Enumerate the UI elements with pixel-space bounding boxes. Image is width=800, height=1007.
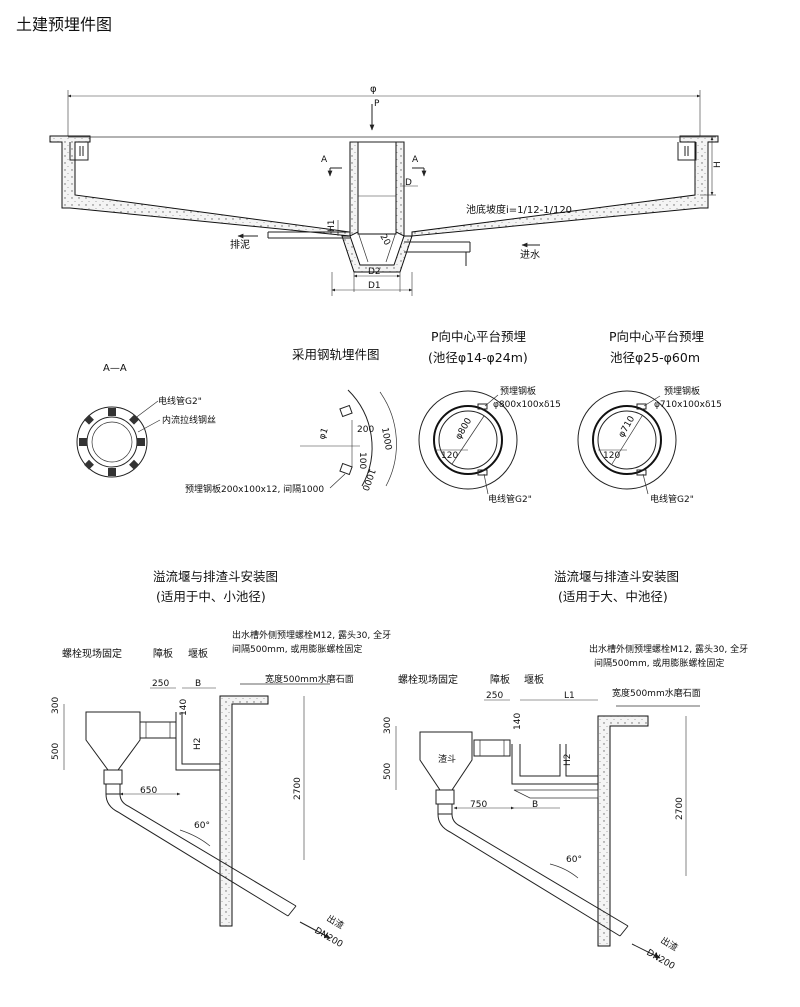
weir-right-terrazzo: 宽度500mm水磨石面 bbox=[612, 687, 701, 699]
weir-left-terrazzo: 宽度500mm水磨石面 bbox=[265, 673, 354, 685]
weir-left-dim-2700: 2700 bbox=[293, 777, 303, 800]
weir-right-wall bbox=[597, 715, 649, 947]
tank-wall-right bbox=[411, 135, 719, 237]
water-in-label: 进水 bbox=[520, 249, 540, 261]
weir-right-bolt-note2: 间隔500mm, 或用膨胀螺栓固定 bbox=[594, 657, 724, 669]
weir-left-bolt-note2: 间隔500mm, 或用膨胀螺栓固定 bbox=[232, 643, 362, 655]
aa-conduit-label: 电线管G2" bbox=[158, 395, 202, 407]
weir-right-baffle: 障板 bbox=[490, 673, 510, 686]
weir-left-baffle: 障板 bbox=[153, 647, 173, 660]
sludge-hopper bbox=[341, 235, 413, 273]
rail-embed-view: 采用钢轨埋件图 φ1 200 1000 100 1000 预埋钢板200x100… bbox=[185, 347, 397, 495]
weir-left-dim-250: 250 bbox=[152, 679, 169, 689]
weir-right-dim-2700: 2700 bbox=[675, 797, 685, 820]
weir-right-bolt-note: 出水槽外侧预埋螺栓M12, 露头30, 全牙 bbox=[589, 643, 748, 655]
weir-left-dim-b: B bbox=[195, 679, 201, 689]
central-column-left bbox=[349, 141, 359, 237]
weir-left-site-fix: 螺栓现场固定 bbox=[62, 647, 122, 660]
plarge-plate: 预埋钢板 bbox=[664, 385, 700, 397]
plarge-spec: φ710x100xδ15 bbox=[654, 400, 722, 410]
pmid-title: P向中心平台预埋 bbox=[431, 329, 527, 344]
dim-phi: φ bbox=[370, 84, 377, 95]
rail-dim-1000b: 1000 bbox=[359, 467, 376, 492]
weir-left-h2: H2 bbox=[193, 738, 203, 751]
weir-right-dim-500: 500 bbox=[383, 763, 393, 780]
pmid-conduit: 电线管G2" bbox=[488, 493, 532, 505]
weir-left-dim-500: 500 bbox=[51, 743, 61, 760]
dim-d1: D1 bbox=[368, 281, 381, 291]
weir-right-dim-140: 140 bbox=[513, 713, 523, 730]
platform-embed-large: P向中心平台预埋 池径φ25-φ60m φ710 120 预埋钢板 φ710x1… bbox=[577, 329, 722, 505]
rail-dim-100: 100 bbox=[357, 452, 367, 469]
weir-right-l1: L1 bbox=[564, 691, 575, 701]
weir-left-angle: 60° bbox=[194, 821, 210, 831]
pmid-spec: φ800x100xδ15 bbox=[493, 400, 561, 410]
weir-right-h2: H2 bbox=[563, 754, 573, 767]
rail-plate-label: 预埋钢板200x100x12, 间隔1000 bbox=[185, 483, 324, 495]
slope-label: 池底坡度i=1/12-1/120 bbox=[466, 203, 572, 216]
platform-embed-medium: P向中心平台预埋 (池径φ14-φ24m) φ800 120 预埋钢板 φ800… bbox=[418, 329, 561, 505]
weir-right-subtitle: (适用于大、中池径) bbox=[558, 589, 668, 604]
weir-left-dim-140: 140 bbox=[179, 699, 189, 716]
rail-dim-1000a: 1000 bbox=[379, 427, 393, 452]
aa-title: A—A bbox=[103, 363, 127, 374]
weir-right-title: 溢流堰与排渣斗安装图 bbox=[554, 569, 679, 584]
weir-left-dim-650: 650 bbox=[140, 786, 157, 796]
weir-left-bolt-note: 出水槽外侧预埋螺栓M12, 露头30, 全牙 bbox=[232, 629, 391, 641]
pmid-plate: 预埋钢板 bbox=[500, 385, 536, 397]
section-aa: A—A 电线管G2" 内流拉线钢丝 bbox=[76, 363, 216, 478]
weir-left-dim-300: 300 bbox=[51, 697, 61, 714]
aa-wire-label: 内流拉线钢丝 bbox=[162, 414, 216, 426]
weir-left-title: 溢流堰与排渣斗安装图 bbox=[153, 569, 278, 584]
label-p: P bbox=[374, 99, 380, 109]
plarge-dim-120: 120 bbox=[603, 451, 620, 461]
tank-wall-left bbox=[49, 135, 351, 237]
weir-install-left: 溢流堰与排渣斗安装图 (适用于中、小池径) 出水槽外侧预埋螺栓M12, 露头30… bbox=[51, 569, 391, 950]
label-a-right: A bbox=[412, 155, 419, 165]
weir-right-dim-250: 250 bbox=[486, 691, 503, 701]
plarge-range: 池径φ25-φ60m bbox=[610, 350, 700, 365]
pmid-dim-120: 120 bbox=[441, 451, 458, 461]
rail-phi1: φ1 bbox=[317, 427, 330, 441]
weir-right-hopper: 渣斗 bbox=[438, 753, 456, 765]
sludge-out-label: 排泥 bbox=[230, 238, 250, 251]
tank-section-view: φ P A A bbox=[49, 84, 723, 296]
weir-right-dim-300: 300 bbox=[383, 717, 393, 734]
dim-d2: D2 bbox=[368, 267, 381, 277]
central-column-core bbox=[357, 141, 397, 235]
weir-right-b: B bbox=[532, 800, 538, 810]
plarge-title: P向中心平台预埋 bbox=[609, 329, 705, 344]
weir-left-weir: 堰板 bbox=[188, 647, 208, 660]
rail-dim-200: 200 bbox=[357, 425, 374, 435]
dim-20: 20 bbox=[377, 233, 392, 248]
dim-h1: H1 bbox=[327, 220, 337, 233]
dim-h: H bbox=[713, 161, 723, 168]
plarge-conduit: 电线管G2" bbox=[650, 493, 694, 505]
pmid-range: (池径φ14-φ24m) bbox=[428, 350, 528, 365]
rail-title: 采用钢轨埋件图 bbox=[292, 347, 380, 362]
weir-left-outlet: 出渣 bbox=[325, 912, 347, 931]
central-column-right bbox=[395, 141, 405, 237]
page-title: 土建预埋件图 bbox=[16, 15, 112, 34]
weir-right-angle: 60° bbox=[566, 855, 582, 865]
dim-d: D bbox=[405, 178, 412, 188]
plarge-dia: φ710 bbox=[617, 414, 637, 439]
label-a-left: A bbox=[321, 155, 328, 165]
weir-right-outlet: 出渣 bbox=[659, 934, 681, 953]
weir-right-dim-750: 750 bbox=[470, 800, 487, 810]
weir-install-right: 溢流堰与排渣斗安装图 (适用于大、中池径) 出水槽外侧预埋螺栓M12, 露头30… bbox=[383, 569, 748, 972]
pmid-dia: φ800 bbox=[454, 416, 474, 441]
weir-left-wall bbox=[219, 695, 269, 927]
weir-right-site-fix: 螺栓现场固定 bbox=[398, 673, 458, 686]
weir-right-weir: 堰板 bbox=[524, 673, 544, 686]
weir-left-subtitle: (适用于中、小池径) bbox=[156, 589, 266, 604]
